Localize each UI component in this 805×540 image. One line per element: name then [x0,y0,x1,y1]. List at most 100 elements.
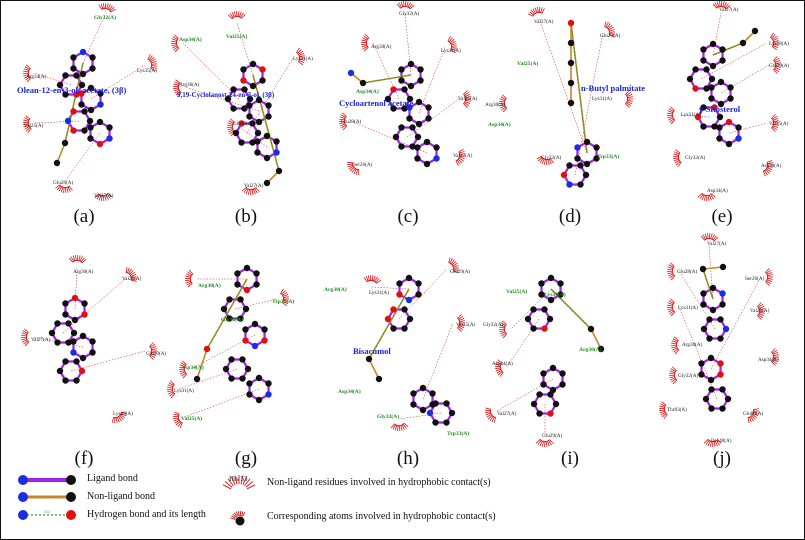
panel-d [491,3,649,203]
hydrophobic-spike [496,361,502,365]
atom [406,115,413,122]
hydrophobic-spike [697,193,703,198]
hydrophobic-spike [451,43,457,46]
hydrogen-bond [712,42,744,56]
atom [228,356,235,363]
hydrophobic-arc [447,40,453,51]
hydrophobic-spike [151,65,157,67]
hydrophobic-spike [353,168,357,175]
residue-label: Lys31(A) [592,96,612,102]
hydrophobic-spike [55,184,60,189]
hydrophobic-spike [765,281,770,286]
hydrophobic-spike [702,234,707,240]
hydrophobic-spike [180,362,186,366]
hydrophobic-spike [22,330,28,334]
residue-label: Val25(A) [24,123,44,129]
hydrophobic-spike [148,55,153,61]
hydrophobic-spike [182,373,187,379]
hydrophobic-arc [489,408,496,418]
hydrophobic-spike [547,159,550,165]
atom [719,263,727,271]
hydrophobic-spike [499,104,505,107]
hydrophobic-spike [463,103,468,108]
hydrophobic-spike [169,392,174,397]
residue-label: Asp34(A) [338,389,361,395]
hydrophobic-spike [715,441,718,447]
hydrophobic-spike [448,257,451,263]
atom [406,95,414,103]
panel-label-e: (e) [711,206,733,227]
legend-hydrophobic-atoms: Corresponding atoms involved in hydropho… [267,511,496,522]
molecule-name-h: Bisacumol [353,346,391,356]
contact-line [234,298,278,310]
atom [89,65,96,72]
contact-line [574,32,604,176]
nonligand-bond-icon [18,492,76,502]
hydrophobic-spike [406,1,409,7]
panel-label-g: (g) [234,448,258,469]
hydrophobic-spike [671,340,677,344]
atom [410,401,417,408]
hydrophobic-spike [668,300,674,304]
atom [709,62,717,70]
atom [259,77,266,84]
hydrophobic-spike [536,156,542,160]
hydrophobic-spike [150,67,156,72]
atom [242,326,249,333]
hydrophobic-spike [177,92,182,97]
atom [405,274,413,282]
hydrophobic-spike [457,327,462,332]
hydrophobic-spike [758,313,765,317]
hydrophobic-spike [173,83,179,86]
atom [739,39,747,47]
hydrophobic-spike [766,159,773,163]
hydrophobic-spike [283,296,289,299]
atom [423,160,431,168]
hydrophobic-spike [98,195,102,201]
hydrophobic-spike [21,338,27,341]
hydrophobic-spike [772,125,779,129]
hydrophobic-spike [103,3,105,9]
atom [365,355,373,363]
hydrophobic-arc [771,351,775,363]
hydrophobic-spike [24,66,30,70]
atom [97,101,104,108]
residue-label: Trp33(A) [272,299,295,305]
residue-label: Asp34(A) [488,122,511,128]
residue-label: Gly32(A) [483,322,504,328]
atom [70,338,77,345]
hydrophobic-spike [23,68,29,72]
atom [193,375,201,383]
hydrophobic-spike [179,366,185,369]
atom [700,123,707,130]
hydrophobic-spike [495,367,501,370]
atom [415,280,422,287]
hydrophobic-spike [453,267,459,269]
hydrophobic-spike [365,275,369,282]
hydrophobic-arc [762,161,769,172]
hydrophobic-arc [747,409,755,418]
atom [530,325,537,332]
atom [265,391,272,398]
hydrophobic-spike [115,417,118,423]
panel-j [643,233,801,448]
hydrophobic-spike [543,159,546,165]
hydrophobic-arc [671,301,676,313]
atom [717,316,724,323]
atom [384,95,392,103]
contact-line [678,114,710,118]
interaction-diagram-f [20,255,157,424]
atom [263,132,271,140]
hydrophobic-spike [66,187,69,193]
atom [56,367,64,375]
hydrophobic-spike [459,155,465,157]
hydrophobic-spike [747,417,750,423]
atom [81,311,88,318]
atom [89,54,96,61]
contact-line [370,286,410,290]
hydrophobic-arc [664,404,668,415]
hydrophobic-spike [171,45,178,49]
atom [70,108,77,115]
atom [711,123,718,130]
atom [226,296,233,303]
